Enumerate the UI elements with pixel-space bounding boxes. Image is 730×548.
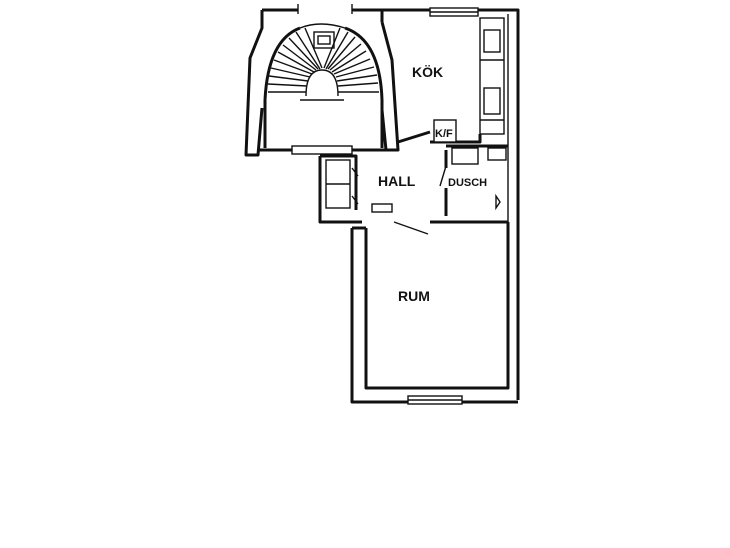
hall-label: HALL [378, 173, 416, 189]
landing-opening [291, 145, 353, 155]
kitchen-area [380, 7, 520, 400]
hall-shelf [371, 203, 393, 213]
shower-fixture [487, 147, 507, 161]
door-swing-shower [439, 165, 447, 187]
shower-drain [495, 193, 501, 211]
stair-box [313, 31, 335, 49]
hall-area [318, 154, 508, 235]
shower-area [444, 144, 508, 216]
stairwell [244, 4, 400, 157]
room-area [350, 222, 518, 405]
room-label: RUM [398, 288, 430, 304]
kitchen-counter [479, 17, 505, 135]
shower-label: DUSCH [448, 177, 487, 189]
kitchen-label: KÖK [412, 64, 443, 80]
fridge-freezer [433, 119, 457, 143]
door-swing-room [393, 221, 429, 235]
shower-basin [451, 147, 479, 165]
fridge-freezer-label: K/F [435, 128, 453, 140]
